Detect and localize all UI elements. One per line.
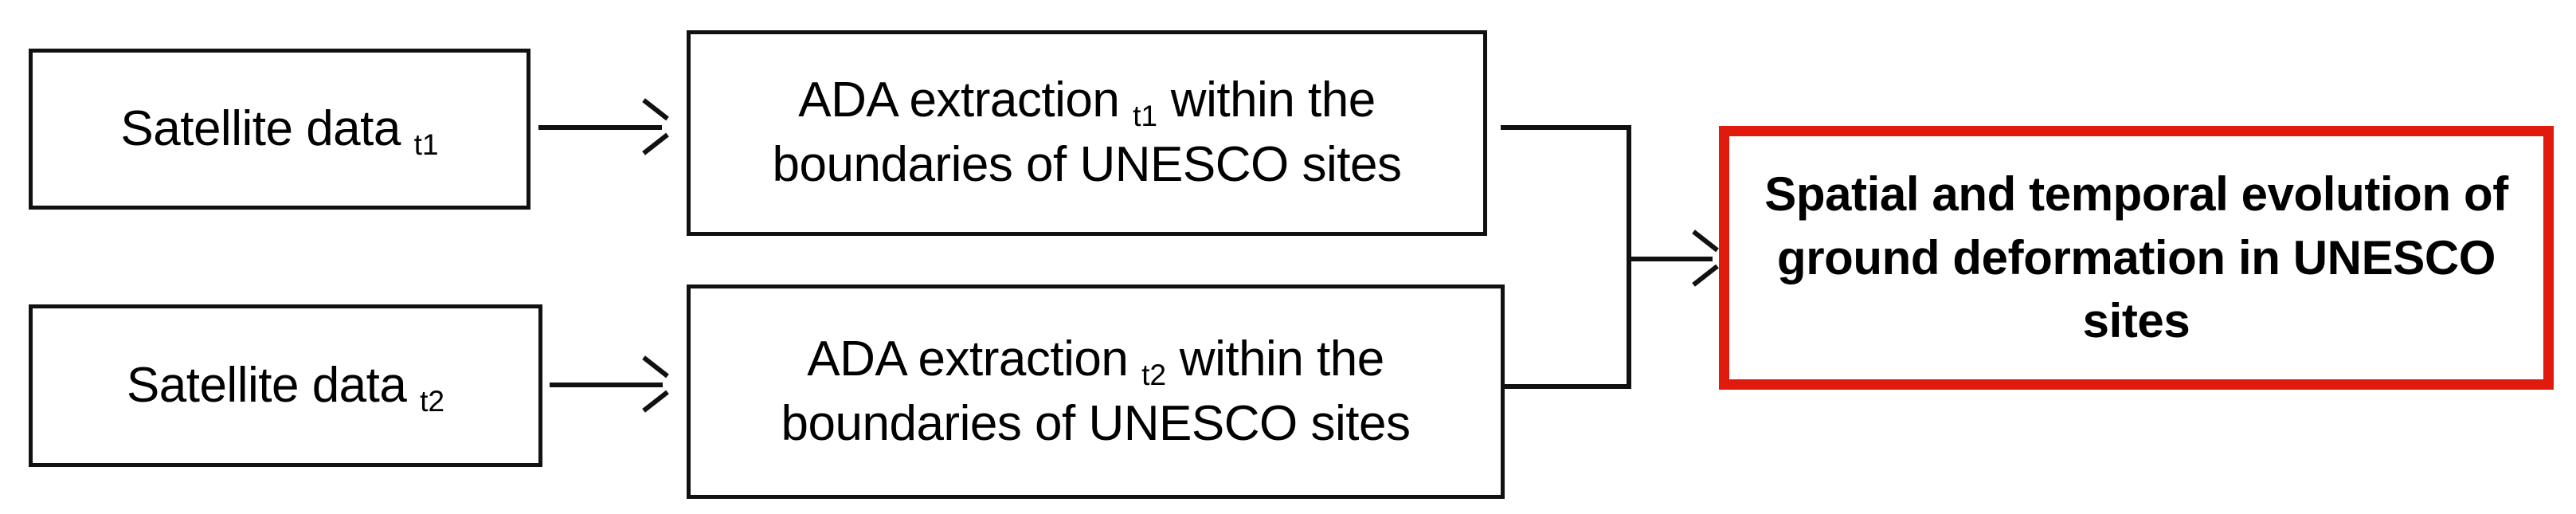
node-satellite-data-t1-subscript: t1 xyxy=(413,127,439,161)
node-result-label: Spatial and temporal evolution of ground… xyxy=(1764,167,2508,348)
node-ada-extraction-t2-text-part1: ADA extraction xyxy=(807,331,1142,386)
connector-merge-vertical-line xyxy=(1627,125,1631,389)
node-ada-extraction-t1-text-part1: ADA extraction xyxy=(798,73,1133,128)
node-ada-extraction-t2-text-part2: within the boundaries of UNESCO sites xyxy=(781,331,1411,451)
node-satellite-data-t2-subscript: t2 xyxy=(420,383,445,418)
connector-satellite-t2-to-ada-t2-line xyxy=(550,383,663,387)
node-satellite-data-t2: Satellite data t2 xyxy=(29,304,542,467)
arrow-right-icon-result xyxy=(1687,245,1714,272)
node-satellite-data-t1-label: Satellite data t1 xyxy=(120,97,438,162)
node-satellite-data-t2-label: Satellite data t2 xyxy=(127,354,444,418)
node-satellite-data-t2-text: Satellite data xyxy=(126,357,421,413)
node-ada-extraction-t2: ADA extraction t2 within the boundaries … xyxy=(687,284,1505,499)
connector-ada-t1-merge-line xyxy=(1501,125,1631,130)
node-satellite-data-t1: Satellite data t1 xyxy=(29,49,530,210)
node-ada-extraction-t2-subscript: t2 xyxy=(1141,357,1167,391)
connector-satellite-t1-to-ada-t1-line xyxy=(538,125,662,130)
node-ada-extraction-t1-text-part2: within the boundaries of UNESCO sites xyxy=(772,73,1402,192)
arrow-right-icon-satellite-t2 xyxy=(637,371,664,398)
node-ada-extraction-t1-label: ADA extraction t1 within the boundaries … xyxy=(691,69,1483,197)
node-satellite-data-t1-text: Satellite data xyxy=(120,100,414,156)
node-ada-extraction-t1-subscript: t1 xyxy=(1133,99,1158,133)
node-result-spatial-temporal-evolution: Spatial and temporal evolution of ground… xyxy=(1719,126,2554,390)
arrow-right-icon-satellite-t1 xyxy=(637,113,664,140)
node-ada-extraction-t2-label: ADA extraction t2 within the boundaries … xyxy=(691,328,1501,456)
connector-merge-to-result-line xyxy=(1630,257,1713,261)
connector-ada-t2-merge-line xyxy=(1501,384,1631,389)
node-ada-extraction-t1: ADA extraction t1 within the boundaries … xyxy=(687,30,1487,236)
